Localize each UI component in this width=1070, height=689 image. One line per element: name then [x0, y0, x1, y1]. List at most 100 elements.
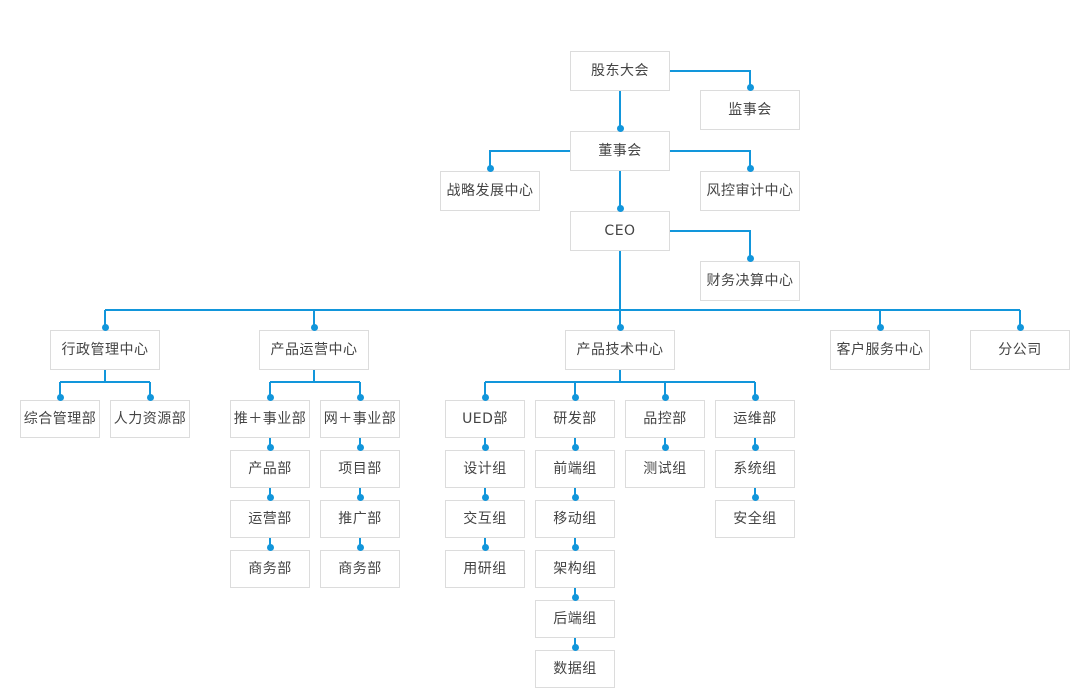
node-label-product-dept: 产品部	[248, 461, 292, 477]
dot-customer-service-center	[876, 323, 884, 331]
dot-product-tech-center	[616, 323, 624, 331]
dot-tui-biz	[266, 393, 274, 401]
node-label-qa-dept: 品控部	[643, 411, 687, 427]
node-biz-dept-1[interactable]: 商务部	[230, 550, 310, 588]
dot-mobile-group	[571, 493, 579, 501]
dot-ops-tech-dept	[751, 393, 759, 401]
node-label-branch-company: 分公司	[998, 342, 1042, 358]
node-label-arch-group: 架构组	[553, 561, 597, 577]
node-mobile-group[interactable]: 移动组	[535, 500, 615, 538]
node-ops-dept[interactable]: 运营部	[230, 500, 310, 538]
node-riskaudit[interactable]: 风控审计中心	[700, 171, 800, 211]
dot-backend-group	[571, 593, 579, 601]
node-system-group[interactable]: 系统组	[715, 450, 795, 488]
dot-rd-dept	[571, 393, 579, 401]
dot-branch-company	[1016, 323, 1024, 331]
node-label-project-dept: 项目部	[338, 461, 382, 477]
dot-arch-group	[571, 543, 579, 551]
node-finance[interactable]: 财务决算中心	[700, 261, 800, 301]
node-customer-service-center[interactable]: 客户服务中心	[830, 330, 930, 370]
edge-board-strategy	[489, 150, 570, 168]
dot-general-admin	[56, 393, 64, 401]
node-label-tui-biz: 推＋事业部	[233, 411, 307, 427]
node-board[interactable]: 董事会	[570, 131, 670, 171]
node-qa-dept[interactable]: 品控部	[625, 400, 705, 438]
node-ops-tech-dept[interactable]: 运维部	[715, 400, 795, 438]
dot-qa-dept	[661, 393, 669, 401]
node-label-rd-dept: 研发部	[553, 411, 597, 427]
dot-supervisory	[746, 83, 754, 91]
node-label-finance: 财务决算中心	[706, 273, 794, 289]
node-label-product-tech-center: 产品技术中心	[576, 342, 664, 358]
dot-product-dept	[266, 443, 274, 451]
dot-ued-dept	[481, 393, 489, 401]
node-design-group[interactable]: 设计组	[445, 450, 525, 488]
node-biz-dept-2[interactable]: 商务部	[320, 550, 400, 588]
node-userresearch-group[interactable]: 用研组	[445, 550, 525, 588]
dot-system-group	[751, 443, 759, 451]
node-label-product-ops-center: 产品运营中心	[270, 342, 358, 358]
node-general-admin[interactable]: 综合管理部	[20, 400, 100, 438]
node-label-board: 董事会	[598, 143, 642, 159]
node-ceo[interactable]: CEO	[570, 211, 670, 251]
node-label-admin-center: 行政管理中心	[61, 342, 149, 358]
node-data-group[interactable]: 数据组	[535, 650, 615, 688]
dot-riskaudit	[746, 164, 754, 172]
dot-userresearch-group	[481, 543, 489, 551]
node-security-group[interactable]: 安全组	[715, 500, 795, 538]
node-label-customer-service-center: 客户服务中心	[836, 342, 924, 358]
dot-board	[616, 124, 624, 132]
node-label-shareholders: 股东大会	[591, 63, 649, 79]
node-strategy[interactable]: 战略发展中心	[440, 171, 540, 211]
node-label-hr: 人力资源部	[113, 411, 187, 427]
dot-data-group	[571, 643, 579, 651]
node-wang-biz[interactable]: 网＋事业部	[320, 400, 400, 438]
node-label-strategy: 战略发展中心	[446, 183, 534, 199]
dot-finance	[746, 254, 754, 262]
dot-design-group	[481, 443, 489, 451]
node-label-biz-dept-1: 商务部	[248, 561, 292, 577]
node-promo-dept[interactable]: 推广部	[320, 500, 400, 538]
node-backend-group[interactable]: 后端组	[535, 600, 615, 638]
node-hr[interactable]: 人力资源部	[110, 400, 190, 438]
node-label-ued-dept: UED部	[462, 411, 508, 427]
node-product-dept[interactable]: 产品部	[230, 450, 310, 488]
node-label-ops-dept: 运营部	[248, 511, 292, 527]
dot-strategy	[486, 164, 494, 172]
edge-board-riskaudit	[670, 150, 751, 168]
node-admin-center[interactable]: 行政管理中心	[50, 330, 160, 370]
node-label-ops-tech-dept: 运维部	[733, 411, 777, 427]
node-product-ops-center[interactable]: 产品运营中心	[259, 330, 369, 370]
dot-biz-dept-1	[266, 543, 274, 551]
node-test-group[interactable]: 测试组	[625, 450, 705, 488]
node-tui-biz[interactable]: 推＋事业部	[230, 400, 310, 438]
node-label-interaction-group: 交互组	[463, 511, 507, 527]
edge-shareholders-supervisory	[670, 70, 751, 87]
dot-biz-dept-2	[356, 543, 364, 551]
node-label-design-group: 设计组	[463, 461, 507, 477]
dot-ops-dept	[266, 493, 274, 501]
node-product-tech-center[interactable]: 产品技术中心	[565, 330, 675, 370]
node-interaction-group[interactable]: 交互组	[445, 500, 525, 538]
node-frontend-group[interactable]: 前端组	[535, 450, 615, 488]
node-supervisory[interactable]: 监事会	[700, 90, 800, 130]
node-ued-dept[interactable]: UED部	[445, 400, 525, 438]
dot-admin-center	[101, 323, 109, 331]
node-project-dept[interactable]: 项目部	[320, 450, 400, 488]
node-rd-dept[interactable]: 研发部	[535, 400, 615, 438]
node-branch-company[interactable]: 分公司	[970, 330, 1070, 370]
node-shareholders[interactable]: 股东大会	[570, 51, 670, 91]
node-label-general-admin: 综合管理部	[23, 411, 97, 427]
dot-test-group	[661, 443, 669, 451]
dot-project-dept	[356, 443, 364, 451]
node-label-data-group: 数据组	[553, 661, 597, 677]
node-label-mobile-group: 移动组	[553, 511, 597, 527]
node-label-biz-dept-2: 商务部	[338, 561, 382, 577]
dot-interaction-group	[481, 493, 489, 501]
node-label-supervisory: 监事会	[728, 102, 772, 118]
dot-wang-biz	[356, 393, 364, 401]
node-label-riskaudit: 风控审计中心	[706, 183, 794, 199]
node-arch-group[interactable]: 架构组	[535, 550, 615, 588]
dot-ceo	[616, 204, 624, 212]
node-label-system-group: 系统组	[733, 461, 777, 477]
